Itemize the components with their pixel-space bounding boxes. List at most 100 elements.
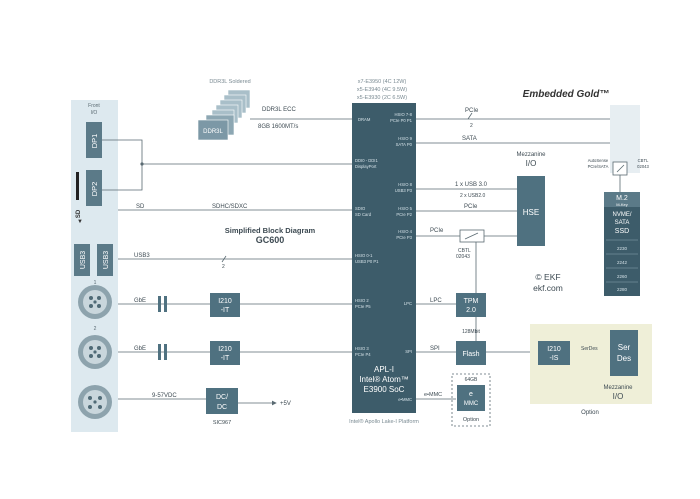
- i210-it-1-block: [210, 293, 240, 317]
- power-connector-icon: [78, 385, 112, 419]
- usb3-label-b: USB3: [103, 251, 110, 269]
- m2-switch-icon: [612, 161, 628, 176]
- usb3-bus-tick: [221, 255, 227, 263]
- m2-slot-header: [604, 192, 640, 207]
- port-ddi: DDI0 - DDI1: [355, 158, 378, 163]
- i210-is-sub: -IS: [550, 355, 559, 362]
- soc-block: [352, 103, 416, 413]
- ssd-label-1: NVME/: [612, 212, 631, 218]
- serdes-block: [610, 330, 638, 376]
- vin-label: 9-57VDC: [152, 393, 177, 399]
- sdhc-link-label: SDHC/SDXC: [212, 204, 248, 210]
- port-hsio9: HSIO 9: [398, 136, 412, 141]
- mezz-option-label: Option: [581, 410, 599, 416]
- cbtl-m2-part: 02043: [637, 164, 649, 169]
- usb3-connector-b: [97, 244, 113, 276]
- autosense-label: AutoSense: [588, 158, 609, 163]
- dcdc-part-label: SIC967: [213, 420, 231, 426]
- tpm-sub: 2.0: [466, 307, 476, 314]
- dp1-connector: [86, 122, 102, 158]
- dp-junction-dot: [140, 162, 144, 166]
- magnetics-2-icon: [158, 344, 167, 360]
- usb3-link-label: USB3: [134, 253, 150, 259]
- soc-name-3: E3900 SoC: [364, 385, 405, 394]
- dp1-label: DP1: [90, 134, 99, 149]
- pcie-top-tick: [467, 112, 473, 120]
- emmc-option-label: Option: [463, 417, 479, 423]
- diagram-subtitle: GC600: [256, 235, 285, 245]
- mezz-top-sub: I/O: [526, 159, 537, 168]
- serdes-sub: Des: [617, 354, 631, 363]
- gbe1-link-label: GbE: [134, 298, 146, 304]
- port-hsio4: HSIO 4: [398, 229, 412, 234]
- m2-size-2242: 2242: [617, 260, 628, 265]
- port-hsio4-sub: PCIe P3: [396, 235, 412, 240]
- port-hsio3: HSIO 3: [355, 346, 369, 351]
- mezz-top-label: Mezzanine: [516, 152, 546, 158]
- usb3-connector-a: [74, 244, 90, 276]
- cpu-model-2: x5-E3940 (4C 9.5W): [357, 87, 407, 93]
- port-hsio5: HSIO 5: [398, 206, 412, 211]
- i210-it-2-sub: -IT: [221, 355, 230, 362]
- i210-it-1-label: I210: [218, 298, 232, 305]
- i210-it-1-sub: -IT: [221, 307, 230, 314]
- front-io-subtitle: I/O: [91, 110, 98, 116]
- pcie-top-label: PCIe: [465, 108, 479, 114]
- serdes-link-label: SerDes: [581, 346, 598, 352]
- cbtl-switch-label: CBTL: [458, 248, 471, 254]
- port-sdio-sub: SD Card: [355, 212, 372, 217]
- lpc-link-label: LPC: [430, 298, 442, 304]
- sd-slot: [76, 172, 79, 200]
- i210-it-2-block: [210, 341, 240, 365]
- m12-connector-1-icon: [78, 285, 112, 319]
- usb30-label: 1 x USB 3.0: [455, 182, 488, 188]
- m2-size-2260: 2260: [617, 274, 628, 279]
- autosense-sub: PCIe/SATA: [588, 164, 609, 169]
- m2-label: M.2: [616, 195, 628, 202]
- pcie-hse-label: PCIe: [464, 204, 478, 210]
- dp2-connector: [86, 170, 102, 206]
- emmc-label: e: [469, 391, 473, 398]
- soc-name-1: APL-I: [374, 365, 394, 374]
- platform-label: Intel® Apollo Lake-I Platform: [349, 418, 419, 425]
- m2-size-dividers: [606, 239, 638, 283]
- tpm-label: TPM: [464, 298, 479, 305]
- copyright-ekf: © EKF: [535, 272, 560, 282]
- port-hsio8-sub: USB3 P3: [395, 188, 413, 193]
- port-hsio78: HSIO 7-8: [395, 112, 413, 117]
- hse-label: HSE: [523, 208, 539, 217]
- dp2-label: DP2: [90, 182, 99, 197]
- port-lpc: LPC: [404, 301, 412, 306]
- sd-arrow-icon: ▼: [77, 219, 83, 225]
- port-hsio01-sub: USB3 P0 P1: [355, 259, 379, 264]
- spi-link-label: SPI: [430, 346, 440, 352]
- port-sdio: SDIO: [355, 206, 366, 211]
- pcie-switch-label: PCIe: [430, 228, 444, 234]
- flash-label: Flash: [462, 351, 479, 358]
- ddr3l-chip-stack-icon: [197, 89, 251, 141]
- flash-block: [456, 341, 486, 365]
- port2-number: 2: [94, 326, 97, 332]
- port-hsio9-sub: SATA P0: [396, 142, 413, 147]
- hse-block: [517, 176, 545, 246]
- mezz-bottom-label: Mezzanine: [603, 385, 633, 391]
- port-hsio8: HSIO 8: [398, 182, 412, 187]
- dcdc-block: [206, 388, 238, 414]
- ssd-label-2: SATA: [615, 220, 630, 226]
- cpu-model-1: x7-E3950 (4C 12W): [358, 79, 407, 85]
- ssd-label-3: SSD: [615, 228, 629, 235]
- vout-label: +5V: [280, 401, 291, 407]
- dcdc-label: DC/: [216, 394, 228, 401]
- brand-title: Embedded Gold™: [523, 89, 610, 100]
- port-hsio78-sub: PCIe P0 P1: [390, 118, 413, 123]
- emmc-size-label: 64GB: [465, 377, 478, 383]
- pcie-top-count: 2: [470, 123, 473, 129]
- sd-link-label: SD: [136, 204, 145, 210]
- ddr3l-chip-label: DDR3L: [203, 129, 223, 135]
- ddr3l-speed-label: 8GB 1600MT/s: [258, 124, 298, 130]
- diagram-title: Simplified Block Diagram: [225, 226, 316, 235]
- tpm-block: [456, 293, 486, 317]
- sata-label: SATA: [462, 136, 477, 142]
